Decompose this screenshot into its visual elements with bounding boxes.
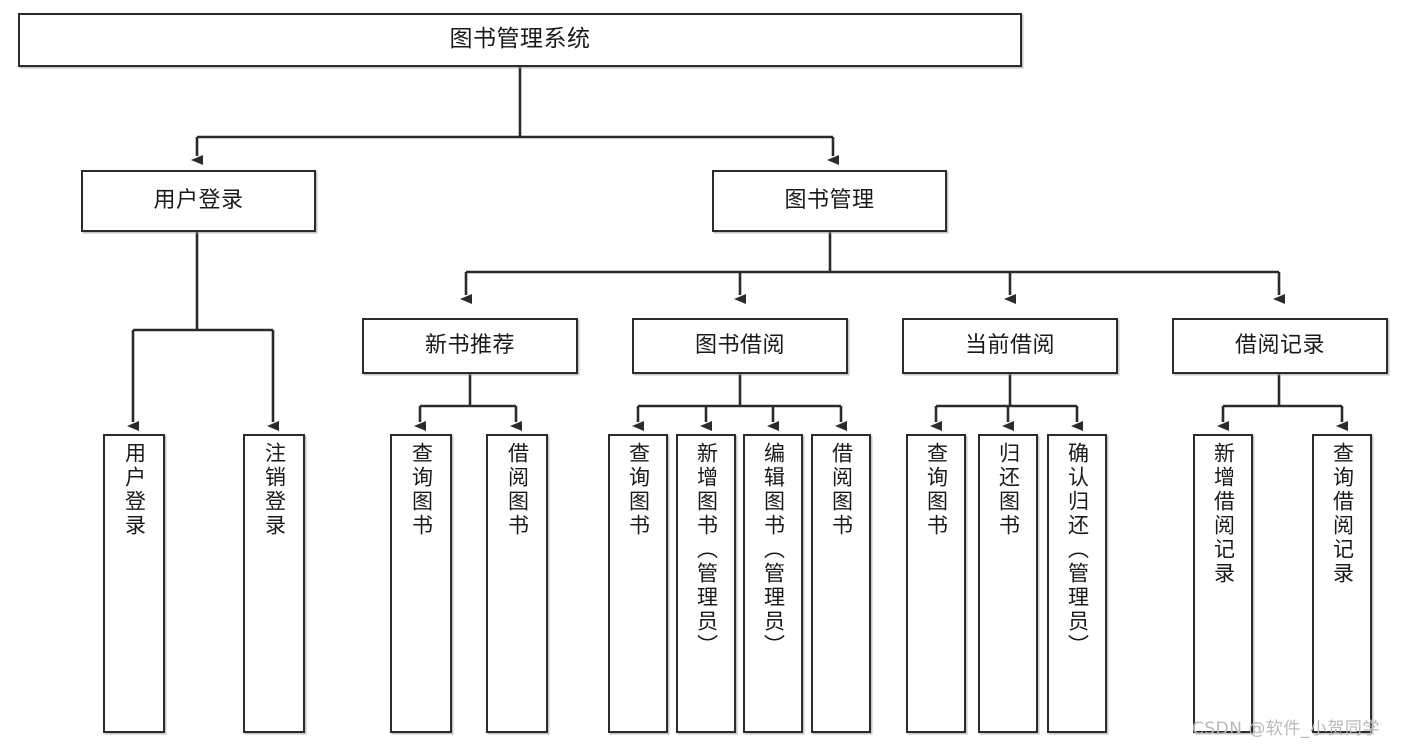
node-leaf-query-book-current[interactable]: 查询图书 (906, 434, 966, 733)
node-label: 新增借阅记录 (1211, 442, 1236, 586)
node-label: 查询借阅记录 (1330, 442, 1355, 586)
node-book-borrow[interactable]: 图书借阅 (632, 318, 848, 374)
node-label: 用户登录 (122, 442, 147, 538)
node-label: 归还图书 (996, 442, 1021, 538)
node-label: 查询图书 (409, 442, 434, 538)
node-leaf-query-borrow-record[interactable]: 查询借阅记录 (1312, 434, 1372, 733)
node-label: 图书管理系统 (449, 26, 591, 53)
node-leaf-user-logout[interactable]: 注销登录 (243, 434, 305, 733)
node-label: 当前借阅 (964, 333, 1055, 359)
node-label: 新书推荐 (424, 333, 515, 359)
node-leaf-borrow-book-recommend[interactable]: 借阅图书 (486, 434, 548, 733)
node-root-book-management-system[interactable]: 图书管理系统 (18, 13, 1022, 67)
node-label: 图书借阅 (694, 333, 785, 359)
node-leaf-query-book-recommend[interactable]: 查询图书 (390, 434, 452, 733)
node-leaf-confirm-return-admin[interactable]: 确认归还（管理员） (1047, 434, 1107, 733)
node-leaf-query-book-borrow[interactable]: 查询图书 (608, 434, 668, 733)
node-borrow-record[interactable]: 借阅记录 (1172, 318, 1388, 374)
node-label: 图书管理 (784, 188, 875, 214)
node-new-book-recommend[interactable]: 新书推荐 (362, 318, 578, 374)
node-leaf-edit-book-admin[interactable]: 编辑图书（管理员） (743, 434, 803, 733)
node-book-management[interactable]: 图书管理 (712, 170, 947, 232)
node-label: 查询图书 (924, 442, 949, 538)
node-label: 借阅图书 (505, 442, 530, 538)
node-leaf-add-book-admin[interactable]: 新增图书（管理员） (676, 434, 736, 733)
node-label: 借阅记录 (1234, 333, 1325, 359)
csdn-watermark: CSDN @软件_小贺同学 (1192, 719, 1380, 739)
node-label: 新增图书（管理员） (694, 442, 719, 658)
node-label: 用户登录 (153, 188, 244, 214)
node-leaf-return-book[interactable]: 归还图书 (978, 434, 1038, 733)
node-label: 注销登录 (262, 442, 287, 538)
node-leaf-user-login[interactable]: 用户登录 (103, 434, 165, 733)
node-label: 确认归还（管理员） (1065, 442, 1090, 658)
node-current-borrow[interactable]: 当前借阅 (902, 318, 1118, 374)
node-label: 编辑图书（管理员） (761, 442, 786, 658)
node-leaf-add-borrow-record[interactable]: 新增借阅记录 (1193, 434, 1253, 733)
node-leaf-borrow-book-borrow[interactable]: 借阅图书 (811, 434, 871, 733)
node-user-login[interactable]: 用户登录 (81, 170, 316, 232)
node-label: 借阅图书 (829, 442, 854, 538)
node-label: 查询图书 (626, 442, 651, 538)
